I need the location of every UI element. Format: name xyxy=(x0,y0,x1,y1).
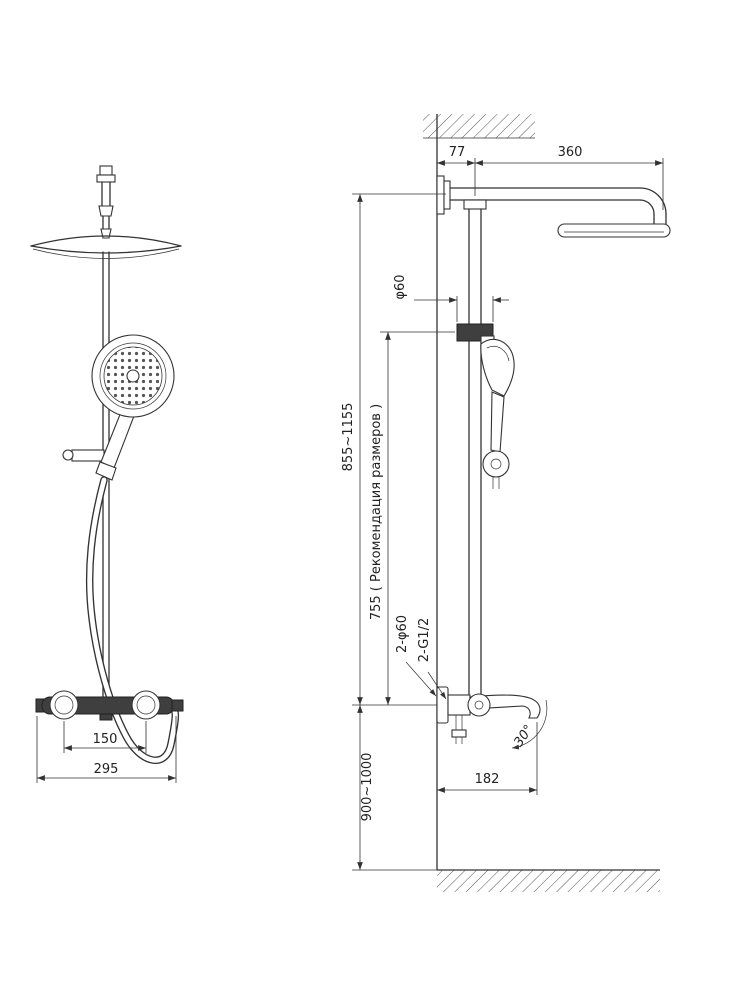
dim-77-label: 77 xyxy=(449,145,466,160)
dim-755-label: 755 ( Рекомендация размеров ) xyxy=(369,404,384,620)
rain-shower-head-front xyxy=(30,228,182,259)
wall-section xyxy=(423,114,535,870)
front-view: 150 295 xyxy=(30,165,184,783)
top-connector-front xyxy=(96,165,116,235)
dim-arm-length: 360 xyxy=(475,145,663,166)
dim-150-label: 150 xyxy=(93,732,118,747)
floor-section xyxy=(437,869,660,892)
dim-spout-reach: 182 xyxy=(437,722,538,795)
dim-supply-spacing: 150 xyxy=(63,721,147,753)
slide-bracket-front xyxy=(62,449,105,462)
angle-30-label: 30° xyxy=(511,722,537,749)
dim-855-1155-label: 855~1155 xyxy=(341,403,356,472)
side-view: 30° 77 360 φ60 855~1155 755 ( Ре xyxy=(341,114,671,892)
riser-pipe-side xyxy=(463,199,487,695)
thermostatic-mixer-front xyxy=(35,690,184,721)
dim-recommended-height: 755 ( Рекомендация размеров ) xyxy=(369,331,455,705)
label-2-g12: 2-G1/2 xyxy=(417,618,432,662)
dim-phi60-label: φ60 xyxy=(393,274,408,299)
wall-connection-callouts: 2-φ60 2-G1/2 xyxy=(395,615,447,700)
shower-arm-side xyxy=(436,175,667,225)
dim-head-connection: φ60 xyxy=(393,274,509,322)
hand-shower-front xyxy=(91,334,175,481)
dim-295-label: 295 xyxy=(94,762,119,777)
dim-overall-height: 855~1155 xyxy=(341,193,446,871)
dim-mixer-width: 295 xyxy=(36,716,177,783)
dim-360-label: 360 xyxy=(558,145,583,160)
mixer-side xyxy=(436,686,541,744)
hand-shower-side xyxy=(480,335,515,489)
dim-900-1000-label: 900~1000 xyxy=(360,753,375,822)
shower-hose-front xyxy=(85,476,180,764)
dim-182-label: 182 xyxy=(475,772,500,787)
rain-shower-head-side xyxy=(557,223,671,238)
dim-install-height: 900~1000 xyxy=(357,705,375,870)
label-2-phi60: 2-φ60 xyxy=(395,615,410,653)
